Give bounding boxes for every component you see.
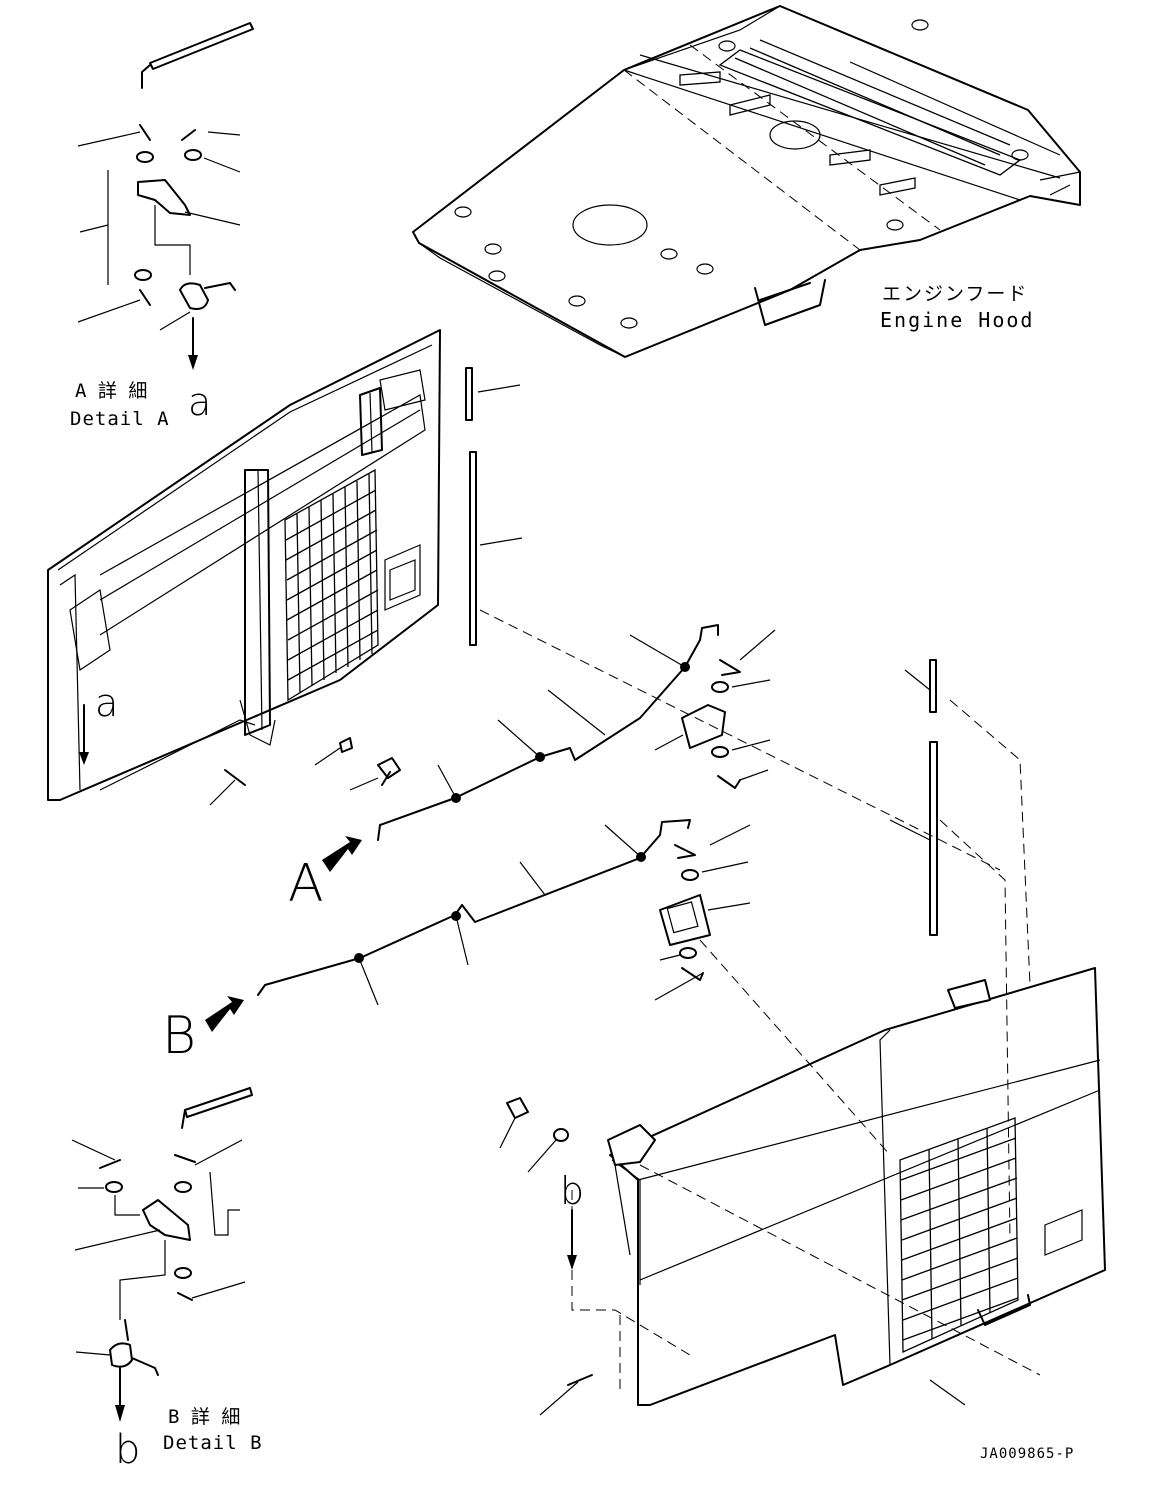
detail-b-label-jp: B 詳 細 xyxy=(168,1406,241,1428)
detail-a-label-en: Detail A xyxy=(70,408,170,430)
ref-b-door: b xyxy=(560,1169,585,1213)
detail-b-drawing xyxy=(71,1087,253,1422)
projection-lines xyxy=(479,609,1041,1390)
view-b-label: B xyxy=(162,1006,197,1066)
side-cover-drawing xyxy=(499,967,1106,1416)
ref-a-door: a xyxy=(95,681,119,725)
reference-arrows xyxy=(79,704,577,1270)
hood-label-jp: エンジンフード xyxy=(882,283,1029,305)
view-a-label: A xyxy=(288,854,324,914)
detail-a-label-jp: A 詳 細 xyxy=(75,380,148,402)
detail-b-label-en: Detail B xyxy=(163,1432,263,1454)
hood-grille xyxy=(679,39,1022,196)
drawing-id: JA009865-P xyxy=(980,1446,1075,1462)
rod-b-drawing xyxy=(205,819,751,1032)
detail-a-drawing xyxy=(77,22,254,370)
seal-strips xyxy=(465,367,938,936)
rod-a-drawing xyxy=(322,624,776,872)
cover-grille xyxy=(899,1117,1019,1354)
engine-hood-drawing xyxy=(412,5,1081,358)
ref-a-top: a xyxy=(188,380,212,424)
door-fasteners xyxy=(209,737,401,806)
left-door-drawing xyxy=(47,329,441,801)
hood-label-en: Engine Hood xyxy=(880,308,1035,332)
door-grille xyxy=(284,468,379,702)
ref-b-bottom: b xyxy=(115,1427,141,1473)
hood-holes xyxy=(454,19,1029,329)
